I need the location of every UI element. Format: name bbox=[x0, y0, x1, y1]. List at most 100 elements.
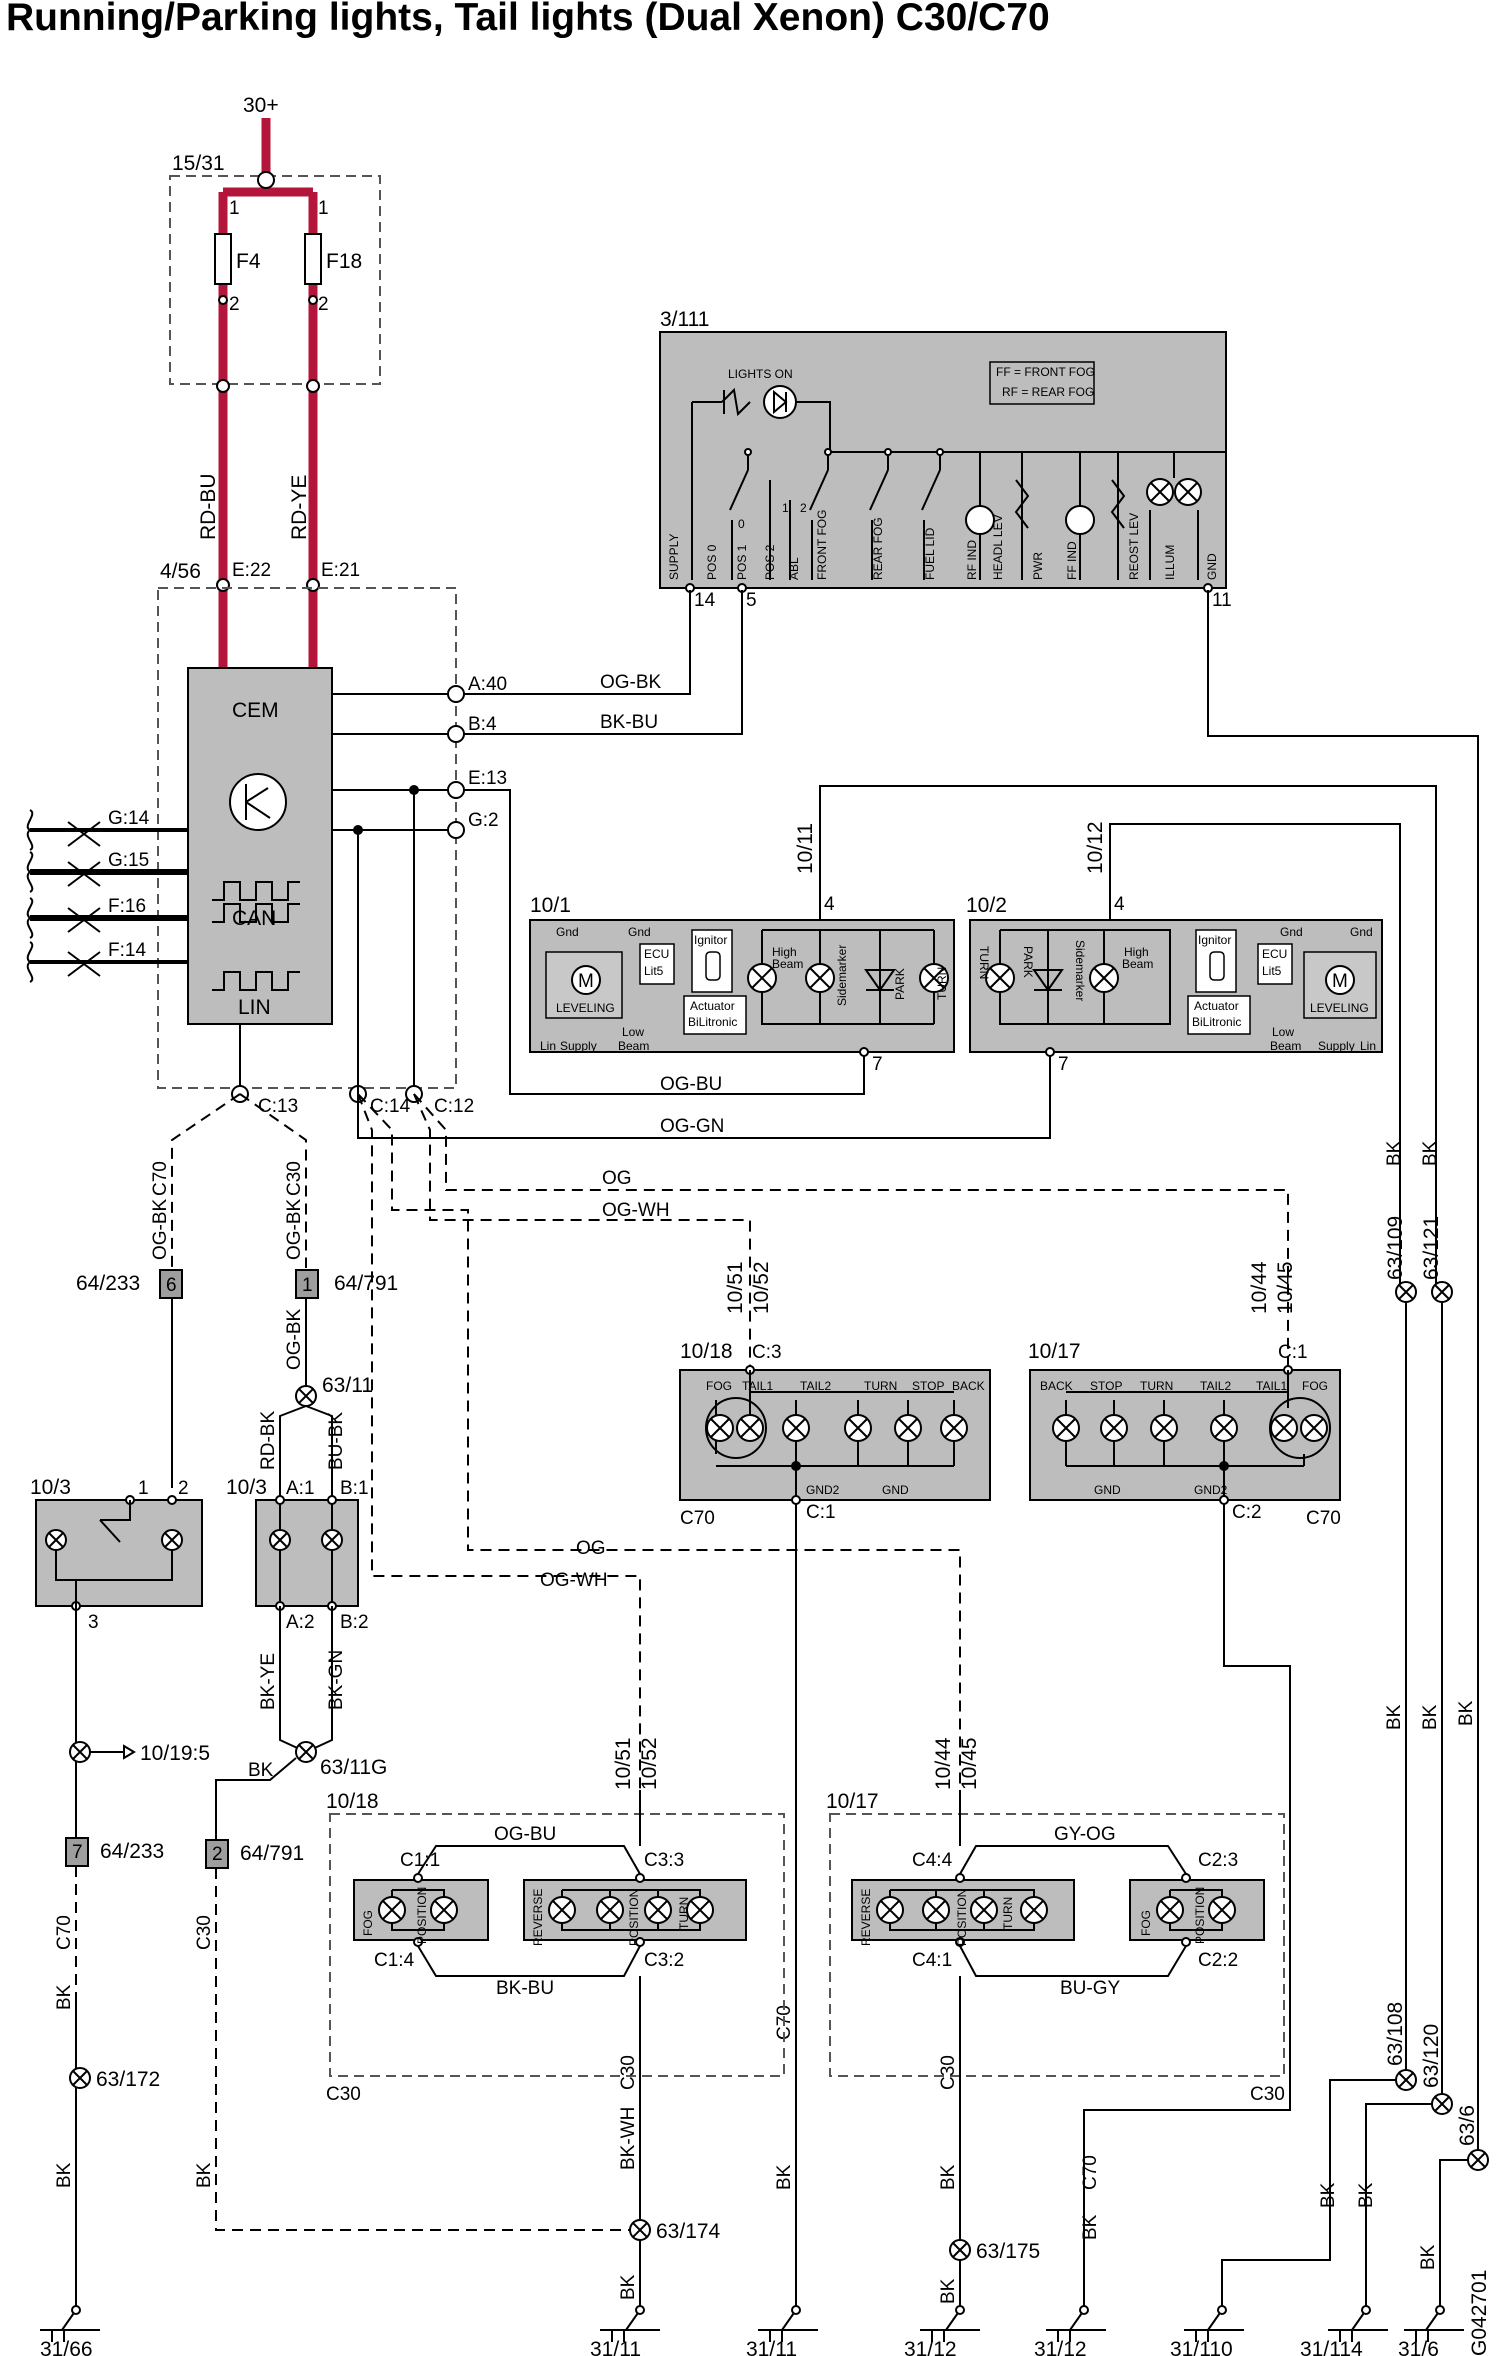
license-light-c30: 1 64/791 OG-BK 63/11 RD-BK BU-BK 10/3 A:… bbox=[194, 1269, 640, 2231]
license-c70-pin1: 1 bbox=[138, 1478, 149, 1499]
tl-c70-left-stop: STOP bbox=[912, 1379, 944, 1393]
hl-left-lit5: Lit5 bbox=[644, 964, 664, 978]
sw-label-illum: ILLUM bbox=[1163, 545, 1177, 580]
sw-pin-11: 11 bbox=[1212, 590, 1232, 611]
transistor-icon bbox=[229, 773, 287, 831]
ground-31-66: 31/66 bbox=[40, 2338, 93, 2356]
svg-text:M: M bbox=[1332, 971, 1348, 992]
wire-bk-175: BK bbox=[938, 2278, 959, 2304]
tl-c30-left-position2: POSITION bbox=[627, 1889, 641, 1946]
cem-pin-b4: B:4 bbox=[468, 714, 497, 735]
tl-c70-right-pin-c1: C:1 bbox=[1278, 1342, 1308, 1363]
tl-c30-right-model: C30 bbox=[1250, 2084, 1285, 2105]
lights-on-label: LIGHTS ON bbox=[728, 367, 793, 381]
license-c70-pin3: 3 bbox=[88, 1612, 99, 1633]
c70-label-lower: C70 bbox=[54, 1915, 75, 1950]
wire-gy-og: GY-OG bbox=[1054, 1824, 1116, 1845]
headlamp-left-id: 10/1 bbox=[530, 894, 571, 917]
wire-og-wh-2: OG-WH bbox=[540, 1570, 608, 1591]
hl-right-gnd1: Gnd bbox=[1280, 925, 1303, 939]
tl-c30-right-pin-c4-4: C4:4 bbox=[912, 1850, 953, 1871]
hl-left-sidemarker: Sidemarker bbox=[835, 945, 849, 1006]
tl-c70-right-stop: STOP bbox=[1090, 1379, 1122, 1393]
ground-points: 31/66 31/11 31/11 31/12 31/12 31/110 31/… bbox=[40, 2305, 1464, 2356]
fusebox-label: 15/31 bbox=[172, 152, 225, 175]
license-c70-id: 10/3 bbox=[30, 1476, 71, 1499]
lin-label: LIN bbox=[238, 996, 271, 1019]
ground-31-12b-icon bbox=[1046, 2305, 1106, 2342]
sw-label-rear-fog: REAR FOG bbox=[871, 517, 885, 580]
wire-bk-c70: BK bbox=[54, 1984, 75, 2010]
hl-left-beam: Beam bbox=[618, 1039, 649, 1053]
hl-right-lit5: Lit5 bbox=[1262, 964, 1282, 978]
wire-og-bk-1: OG-BK bbox=[600, 672, 662, 693]
tl-c30-right-id: 10/17 bbox=[826, 1790, 879, 1813]
hl-right-ignitor: Ignitor bbox=[1198, 933, 1231, 947]
splice-63-121: 63/121 bbox=[1420, 1216, 1443, 1280]
tl-c30-left-pin-c3-3: C3:3 bbox=[644, 1850, 684, 1871]
fuse-f18-pin2: 2 bbox=[318, 294, 329, 315]
tl-c70-right-turn: TURN bbox=[1140, 1379, 1173, 1393]
tl-c30-left-pin-c1-4: C1:4 bbox=[374, 1950, 415, 1971]
tl-c70-left-gnd2: GND2 bbox=[806, 1483, 840, 1497]
pos-1: 1 bbox=[782, 501, 789, 515]
sw-label-abl: ABL bbox=[787, 557, 801, 580]
leveling-motor-icon-right bbox=[1325, 965, 1355, 995]
c30-label-tl-right: C30 bbox=[938, 2055, 959, 2090]
tl-c30-left-model: C30 bbox=[326, 2084, 361, 2105]
tl-c30-left-turn: TURN bbox=[677, 1897, 691, 1930]
ground-31-11b: 31/11 bbox=[746, 2338, 797, 2356]
hl-right-ecu: ECU bbox=[1262, 947, 1287, 961]
wire-bu-bk: BU-BK bbox=[326, 1412, 347, 1470]
cem-section: 4/56 E:22 E:21 CEM CAN LIN A:40 B:4 E:13… bbox=[26, 560, 507, 1117]
ground-31-110-icon bbox=[1184, 2305, 1244, 2342]
cem-box-label: 4/56 bbox=[160, 560, 201, 583]
fuse-f18 bbox=[304, 233, 322, 285]
wire-og-1: OG bbox=[602, 1168, 632, 1189]
sw-label-reost-lev: REOST LEV bbox=[1127, 513, 1141, 580]
wire-rd-bk: RD-BK bbox=[258, 1411, 279, 1470]
wire-og-bk-4: OG-BK bbox=[284, 1308, 305, 1370]
wire-bk-110: BK bbox=[1318, 2182, 1339, 2208]
sw-label-pwr: PWR bbox=[1031, 552, 1045, 580]
fuse-f4 bbox=[214, 233, 232, 285]
ground-31-6: 31/6 bbox=[1398, 2338, 1439, 2356]
tl-c30-right-fog: FOG bbox=[1139, 1910, 1153, 1936]
sw-pin-5: 5 bbox=[746, 590, 757, 611]
supply-node bbox=[257, 171, 275, 189]
ground-31-12b: 31/12 bbox=[1034, 2338, 1087, 2356]
hl-left-ignitor: Ignitor bbox=[694, 933, 727, 947]
tl-c70-left-feed2: 10/52 bbox=[750, 1261, 773, 1314]
tl-c70-right-feed2: 10/45 bbox=[1274, 1261, 1297, 1314]
doc-id: G042701 bbox=[1468, 2270, 1491, 2356]
switch-module-id: 3/111 bbox=[660, 308, 709, 331]
ground-31-11a-icon bbox=[600, 2305, 660, 2342]
supply-label: 30+ bbox=[243, 94, 279, 117]
tail-light-c70-right: 10/44 10/45 10/17 C:1 BACK STOP TURN TAI… bbox=[1028, 1261, 1341, 2310]
tl-c70-left-turn: TURN bbox=[864, 1379, 897, 1393]
hl-left-high-beam: Beam bbox=[772, 957, 803, 971]
wire-rd-ye: RD-YE bbox=[288, 475, 311, 540]
sw-label-headl-lev: HEADL LEV bbox=[991, 514, 1005, 580]
tl-c30-right-pin-c2-3: C2:3 bbox=[1198, 1850, 1238, 1871]
tl-c30-right-position2: POSITION bbox=[1193, 1887, 1207, 1944]
wire-bk-114: BK bbox=[1356, 2182, 1377, 2208]
splice-63-108: 63/108 bbox=[1384, 2002, 1407, 2066]
wire-rd-bu: RD-BU bbox=[197, 474, 220, 541]
hl-right-high-beam: Beam bbox=[1122, 957, 1153, 971]
sw-label-gnd: GND bbox=[1205, 553, 1219, 580]
tl-c70-right-gnd: GND bbox=[1094, 1483, 1121, 1497]
license-c30-box bbox=[255, 1499, 359, 1607]
ground-31-12a: 31/12 bbox=[904, 2338, 957, 2356]
license-c30-pin-b2: B:2 bbox=[340, 1612, 369, 1633]
sw-label-pos2: POS 2 bbox=[763, 544, 777, 580]
fuse-f18-pin1: 1 bbox=[318, 198, 329, 219]
hl-right-low: Low bbox=[1272, 1025, 1294, 1039]
sw-label-supply: SUPPLY bbox=[667, 534, 681, 580]
hl-left-gnd2: Gnd bbox=[628, 925, 651, 939]
license-c30-pin-a1: A:1 bbox=[286, 1478, 315, 1499]
tl-c70-right-tail1: TAIL1 bbox=[1256, 1379, 1287, 1393]
tl-c30-right-turn: TURN bbox=[1001, 1897, 1015, 1930]
ground-31-110: 31/110 bbox=[1170, 2338, 1233, 2356]
license-c70-box bbox=[35, 1499, 203, 1607]
